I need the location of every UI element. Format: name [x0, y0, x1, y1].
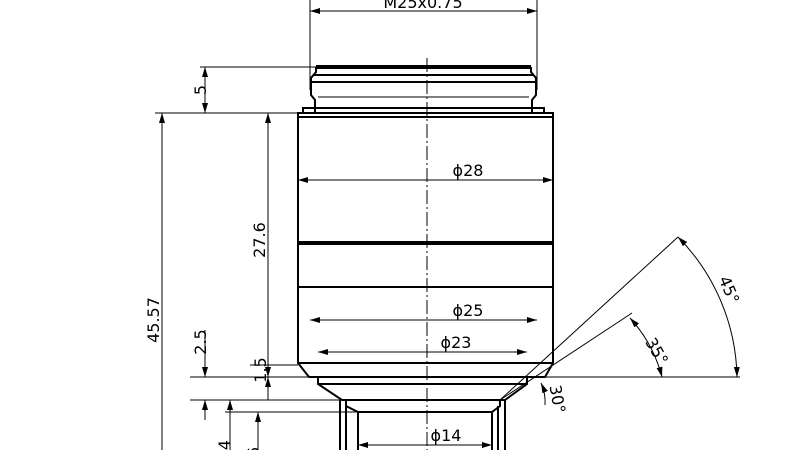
len-4-label: 4 — [215, 440, 234, 450]
angle-45-label: 45° — [715, 273, 744, 307]
dia-25-label: ϕ25 — [453, 301, 484, 320]
len-27-6-label: 27.6 — [250, 222, 269, 258]
angle-30-label: 30° — [546, 383, 570, 414]
len-5-label: 5 — [191, 85, 210, 95]
thread-label: M25x0.75 — [383, 0, 462, 12]
len-6-label: 6 — [244, 447, 263, 450]
len-2-5-label: 2.5 — [191, 329, 210, 354]
len-1-5-label: 1.5 — [251, 357, 270, 382]
dia-23-label: ϕ23 — [441, 333, 472, 352]
thread-section — [302, 65, 545, 112]
lens-body — [297, 112, 554, 450]
angle-dimensions — [499, 236, 740, 406]
len-45-57-label: 45.57 — [144, 297, 163, 343]
dia-28-label: ϕ28 — [453, 161, 484, 180]
dia-14-label: ϕ14 — [431, 426, 462, 445]
